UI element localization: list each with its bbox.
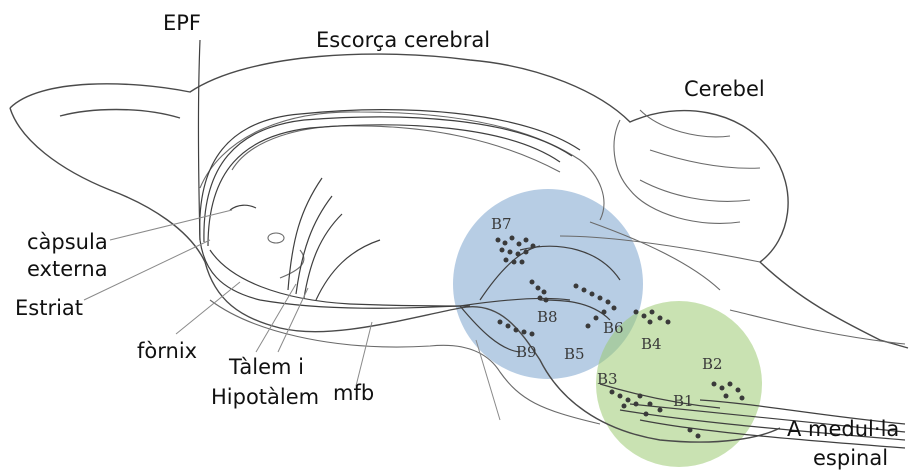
capsula-externa-label-line2: externa [27,257,108,281]
capsula-externa-label-line1: càpsula [27,230,108,254]
nucleus-b3-label: B3 [597,370,618,388]
nucleus-b6-label: B6 [603,319,624,337]
nucleus-b9-label: B9 [516,343,537,361]
medulla-espinal-label-line1: A medul·la [787,417,899,441]
mfb-label: mfb [333,381,374,405]
epf-label: EPF [163,11,201,35]
nucleus-b7-label: B7 [491,215,512,233]
nucleus-b1-label: B1 [673,392,694,410]
talem-hipotalem-label-line2: Hipotàlem [211,385,319,409]
brain-outline [10,54,908,442]
cerebel-label: Cerebel [684,77,765,101]
estriat-label: Estriat [15,296,83,320]
nucleus-b2-label: B2 [702,355,723,373]
nucleus-b4-label: B4 [641,335,662,353]
escorca-label: Escorça cerebral [316,28,490,52]
fornix-label: fòrnix [137,339,197,363]
nucleus-b8-label: B8 [537,308,558,326]
nucleus-b5-label: B5 [564,345,585,363]
talem-hipotalem-label-line1: Tàlem i [228,355,304,379]
medulla-espinal-label-line2: espinal [813,446,888,470]
